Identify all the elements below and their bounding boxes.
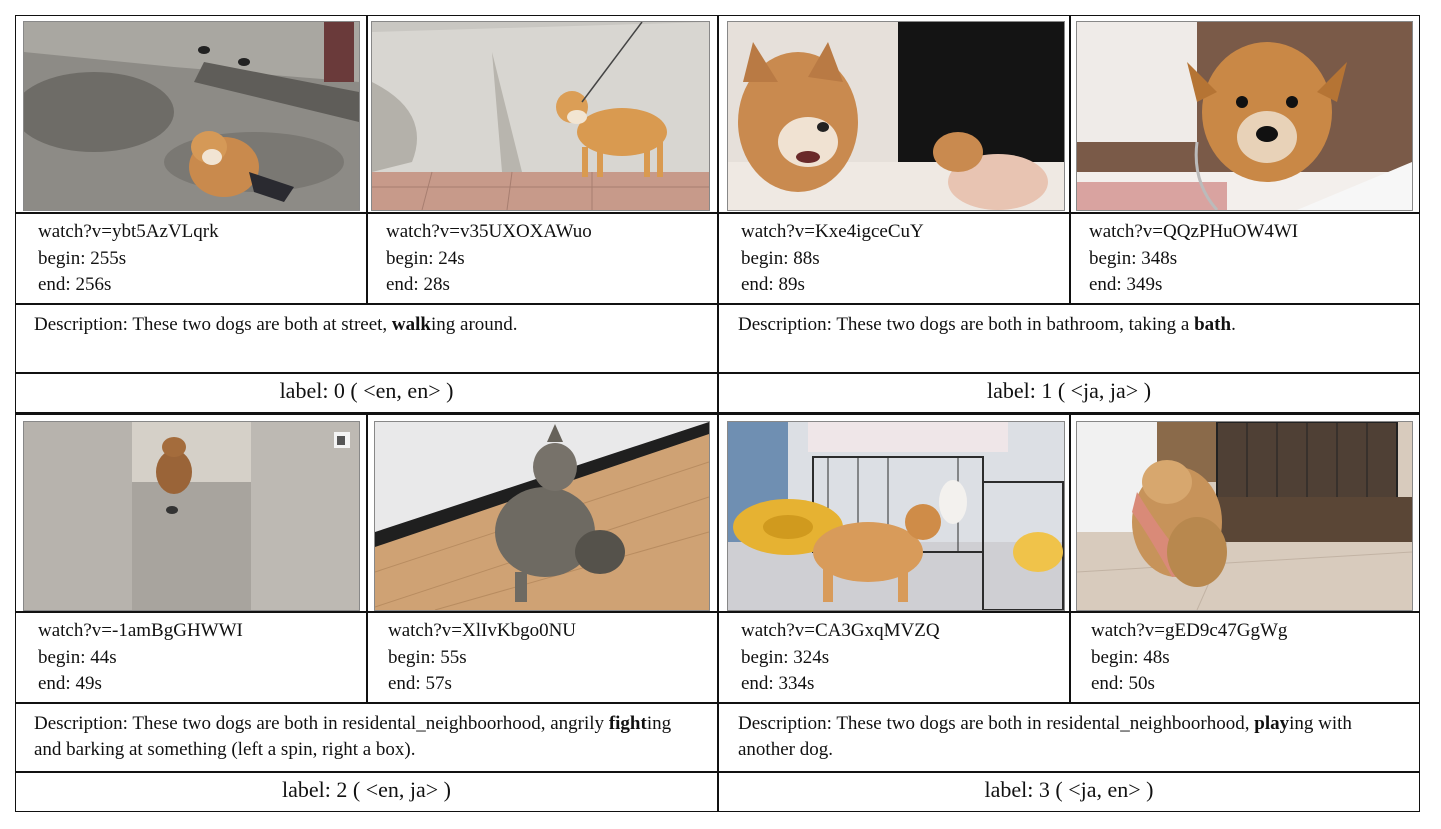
end-time: end: 49s (38, 673, 102, 694)
begin-time: begin: 48s (1091, 646, 1170, 668)
video-id: watch?v=QQzPHuOW4WI (1089, 221, 1299, 242)
begin-time: begin: 44s (38, 646, 117, 668)
video-id: watch?v=ybt5AzVLqrk (38, 221, 219, 242)
description: Description: These two dogs are both in … (738, 711, 1403, 763)
end-time: end: 334s (741, 673, 815, 694)
divider (16, 212, 1419, 214)
description-text: Description: These two dogs are both in … (738, 314, 1195, 335)
description-text: ing around. (431, 314, 518, 335)
begin-time: begin: 348s (1089, 247, 1178, 269)
description-keyword: play (1254, 713, 1290, 734)
description-text: . (1231, 314, 1236, 335)
begin-time: begin: 88s (741, 247, 820, 269)
pair-label: label: 1 ( <ja, ja> ) (986, 378, 1152, 403)
middle-divider (16, 412, 1419, 415)
video-frame-street-right (371, 21, 710, 211)
begin-time: begin: 255s (38, 247, 127, 269)
pair-label: label: 3 ( <ja, en> ) (984, 777, 1154, 802)
end-time: end: 50s (1091, 673, 1155, 694)
video-frame-fight-right (374, 421, 710, 611)
pair-label: label: 0 ( <en, en> ) (279, 378, 454, 403)
figure-grid: watch?v=ybt5AzVLqrk begin: 255s end: 256… (15, 15, 1420, 812)
video-frame-play-right (1076, 421, 1413, 611)
description-text: ing with another dog. (738, 713, 1352, 760)
description-text: ing and barking at something (left a spi… (34, 713, 672, 760)
divider (366, 414, 368, 703)
end-time: end: 349s (1089, 274, 1163, 295)
description-keyword: walk (391, 314, 431, 335)
clip-meta: watch?v=Kxe4igceCuY begin: 88s end: 89s (741, 219, 924, 299)
clip-meta: watch?v=gED9c47GgWg begin: 48s end: 50s (1091, 618, 1287, 698)
video-frame-fight-left (23, 421, 360, 611)
end-time: end: 57s (388, 673, 452, 694)
video-id: watch?v=Kxe4igceCuY (741, 221, 924, 242)
video-id: watch?v=gED9c47GgWg (1091, 620, 1288, 641)
description-text: Description: These two dogs are both in … (738, 713, 1255, 734)
description-keyword: fight (608, 713, 647, 734)
description: Description: These two dogs are both at … (34, 312, 704, 338)
video-frame-street-left (23, 21, 360, 211)
description-text: Description: These two dogs are both in … (34, 713, 609, 734)
begin-time: begin: 24s (386, 247, 465, 269)
video-id: watch?v=-1amBgGHWWI (38, 620, 243, 641)
divider (16, 771, 1419, 773)
description-keyword: bath (1194, 314, 1232, 335)
clip-meta: watch?v=CA3GxqMVZQ begin: 324s end: 334s (741, 618, 940, 698)
clip-meta: watch?v=QQzPHuOW4WI begin: 348s end: 349… (1089, 219, 1298, 299)
video-id: watch?v=CA3GxqMVZQ (741, 620, 940, 641)
pair-label: label: 2 ( <en, ja> ) (282, 777, 451, 802)
end-time: end: 89s (741, 274, 805, 295)
description: Description: These two dogs are both in … (738, 312, 1408, 338)
begin-time: begin: 324s (741, 646, 830, 668)
divider (16, 611, 1419, 613)
video-id: watch?v=XlIvKbgo0NU (388, 620, 577, 641)
description: Description: These two dogs are both in … (34, 711, 694, 763)
divider (1069, 16, 1071, 304)
divider (16, 372, 1419, 374)
divider (16, 702, 1419, 704)
begin-time: begin: 55s (388, 646, 467, 668)
divider (1069, 414, 1071, 703)
description-text: Description: These two dogs are both at … (34, 314, 392, 335)
divider (366, 16, 368, 304)
clip-meta: watch?v=ybt5AzVLqrk begin: 255s end: 256… (38, 219, 219, 299)
clip-meta: watch?v=XlIvKbgo0NU begin: 55s end: 57s (388, 618, 576, 698)
video-frame-play-left (727, 421, 1065, 611)
video-frame-bathroom-right (1076, 21, 1413, 211)
video-id: watch?v=v35UXOXAWuo (386, 221, 592, 242)
clip-meta: watch?v=v35UXOXAWuo begin: 24s end: 28s (386, 219, 592, 299)
video-frame-bathroom-left (727, 21, 1065, 211)
end-time: end: 256s (38, 274, 112, 295)
clip-meta: watch?v=-1amBgGHWWI begin: 44s end: 49s (38, 618, 243, 698)
end-time: end: 28s (386, 274, 450, 295)
divider (16, 303, 1419, 305)
